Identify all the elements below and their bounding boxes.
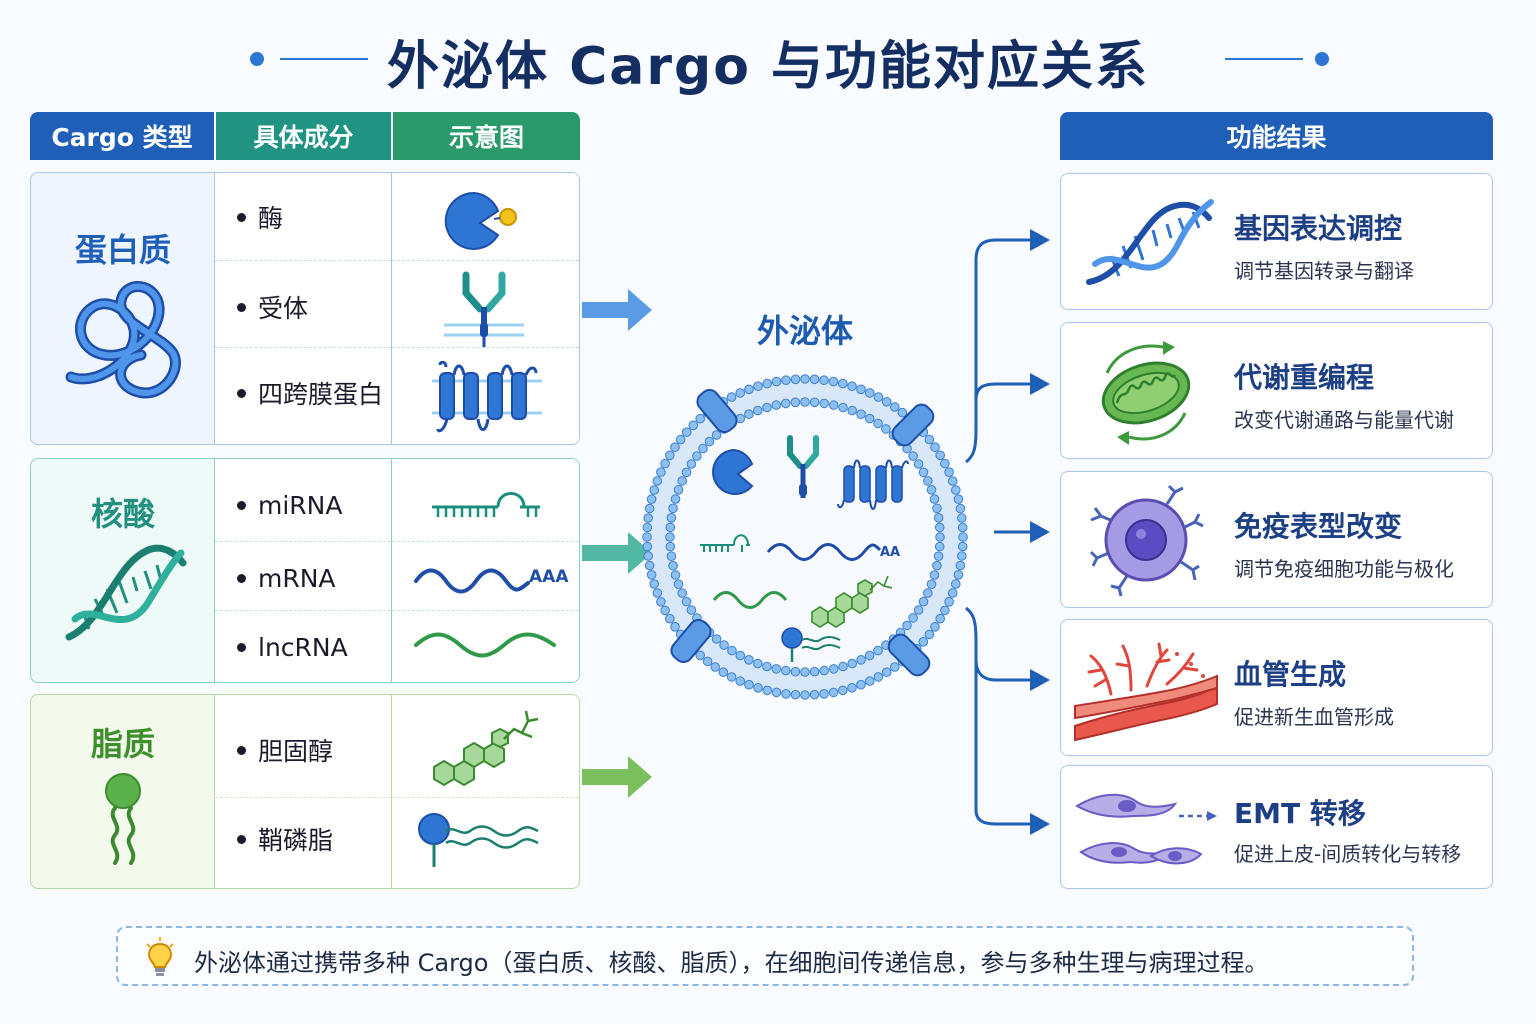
item-receptor: 受体 <box>258 294 309 323</box>
membrane-channel-icon <box>670 388 935 677</box>
dna-icon <box>65 544 187 641</box>
lipid-type-cell: 脂质 <box>31 695 215 888</box>
exosome-label: 外泌体 <box>756 312 853 350</box>
protein-schematics <box>392 173 579 444</box>
receptor-icon <box>444 271 524 347</box>
function-desc: 促进上皮-间质转化与转移 <box>1234 842 1462 866</box>
list-item: 胆固醇 <box>215 728 391 772</box>
function-card-gene-regulation: 基因表达调控 调节基因转录与翻译 <box>1060 173 1493 310</box>
title-decoration-left <box>250 52 370 66</box>
protein-coil-icon <box>65 281 181 399</box>
item-mirna: miRNA <box>258 490 343 520</box>
lightbulb-icon <box>146 937 174 976</box>
exo-mrna-icon <box>766 543 882 561</box>
list-item: mRNA <box>215 556 391 600</box>
exo-tetraspanin-icon <box>837 459 909 510</box>
function-desc: 调节免疫细胞功能与极化 <box>1234 557 1454 581</box>
lipid-label: 脂质 <box>90 725 155 763</box>
nucleic-group: 核酸 miRNA mRNA lncRNA <box>30 458 580 683</box>
mirna-hairpin-icon <box>432 492 540 517</box>
header-cargo-type: Cargo 类型 <box>30 112 214 160</box>
item-tetraspanin: 四跨膜蛋白 <box>258 380 384 409</box>
page-title: 外泌体 Cargo 与功能对应关系 <box>386 37 1150 97</box>
exo-enzyme-icon <box>712 448 754 495</box>
nucleic-type-cell: 核酸 <box>31 459 215 682</box>
exosome-diagram: AA <box>642 374 968 700</box>
nucleic-schematics: AAA <box>392 459 579 682</box>
immune-cell-icon <box>1089 484 1204 597</box>
function-desc: 促进新生血管形成 <box>1234 705 1394 729</box>
sphingomyelin-icon <box>418 813 539 867</box>
cholesterol-icon <box>433 710 539 787</box>
protein-components: 酶 受体 四跨膜蛋白 <box>215 173 392 444</box>
mitochondria-cycle-icon <box>1101 341 1191 445</box>
exo-lncrna-icon <box>712 591 788 609</box>
lipid-components: 胆固醇 鞘磷脂 <box>215 695 392 888</box>
item-cholesterol: 胆固醇 <box>258 737 334 766</box>
phospholipid-icon <box>105 773 141 865</box>
function-card-angiogenesis: 血管生成 促进新生血管形成 <box>1060 619 1493 756</box>
arrow-protein-icon <box>582 289 652 331</box>
exo-mirna-icon <box>700 534 750 552</box>
function-title: 基因表达调控 <box>1234 212 1403 245</box>
exo-sphingomyelin-icon <box>781 627 841 662</box>
function-card-emt: EMT 转移 促进上皮-间质转化与转移 <box>1060 765 1493 889</box>
exo-mrna-tail: AA <box>880 545 900 560</box>
tetraspanin-icon <box>432 361 542 433</box>
title-decoration-right <box>1225 52 1335 66</box>
function-title: 免疫表型改变 <box>1234 510 1403 543</box>
arrow-nucleic-icon <box>582 532 652 574</box>
list-item: miRNA <box>215 483 391 527</box>
item-enzyme: 酶 <box>258 204 284 233</box>
lipid-schematics <box>392 695 579 888</box>
nucleic-components: miRNA mRNA lncRNA <box>215 459 392 682</box>
note-text: 外泌体通过携带多种 Cargo（蛋白质、核酸、脂质），在细胞间传递信息，参与多种… <box>194 949 1269 977</box>
list-item: 酶 <box>215 195 391 239</box>
header-function-results: 功能结果 <box>1060 112 1493 160</box>
exo-cholesterol-icon <box>811 575 893 628</box>
exo-receptor-icon <box>787 435 819 498</box>
list-item: lncRNA <box>215 625 391 669</box>
blood-vessel-icon <box>1074 642 1218 742</box>
protein-type-cell: 蛋白质 <box>31 173 215 444</box>
item-lncrna: lncRNA <box>258 632 348 662</box>
function-card-metabolic-reprogramming: 代谢重编程 改变代谢通路与能量代谢 <box>1060 322 1493 459</box>
header-components: 具体成分 <box>214 112 391 160</box>
function-card-immune-phenotype: 免疫表型改变 调节免疫细胞功能与极化 <box>1060 471 1493 608</box>
lipid-group: 脂质 胆固醇 鞘磷脂 <box>30 694 580 889</box>
item-sphingomyelin: 鞘磷脂 <box>258 826 334 855</box>
function-desc: 调节基因转录与翻译 <box>1234 259 1414 283</box>
mrna-wave-icon <box>414 568 530 594</box>
function-title: 代谢重编程 <box>1234 361 1375 394</box>
arrow-lipid-icon <box>582 756 652 798</box>
header-schematic: 示意图 <box>391 112 580 160</box>
lncrna-wave-icon <box>414 632 556 658</box>
function-title: 血管生成 <box>1234 658 1347 691</box>
function-title: EMT 转移 <box>1234 797 1366 830</box>
protein-label: 蛋白质 <box>74 231 171 269</box>
enzyme-icon <box>444 191 517 250</box>
item-mrna: mRNA <box>258 563 336 593</box>
summary-note: 外泌体通过携带多种 Cargo（蛋白质、核酸、脂质），在细胞间传递信息，参与多种… <box>116 926 1414 986</box>
mrna-polya-tail: AAA <box>529 567 569 587</box>
list-item: 四跨膜蛋白 <box>215 371 391 415</box>
dna-helix-icon <box>1086 199 1214 285</box>
function-connectors <box>965 229 1050 835</box>
list-item: 鞘磷脂 <box>215 817 391 861</box>
function-desc: 改变代谢通路与能量代谢 <box>1234 408 1454 432</box>
migrating-cells-icon <box>1074 793 1217 865</box>
list-item: 受体 <box>215 285 391 329</box>
protein-group: 蛋白质 酶 受体 四跨膜蛋白 <box>30 172 580 445</box>
nucleic-label: 核酸 <box>90 495 155 533</box>
